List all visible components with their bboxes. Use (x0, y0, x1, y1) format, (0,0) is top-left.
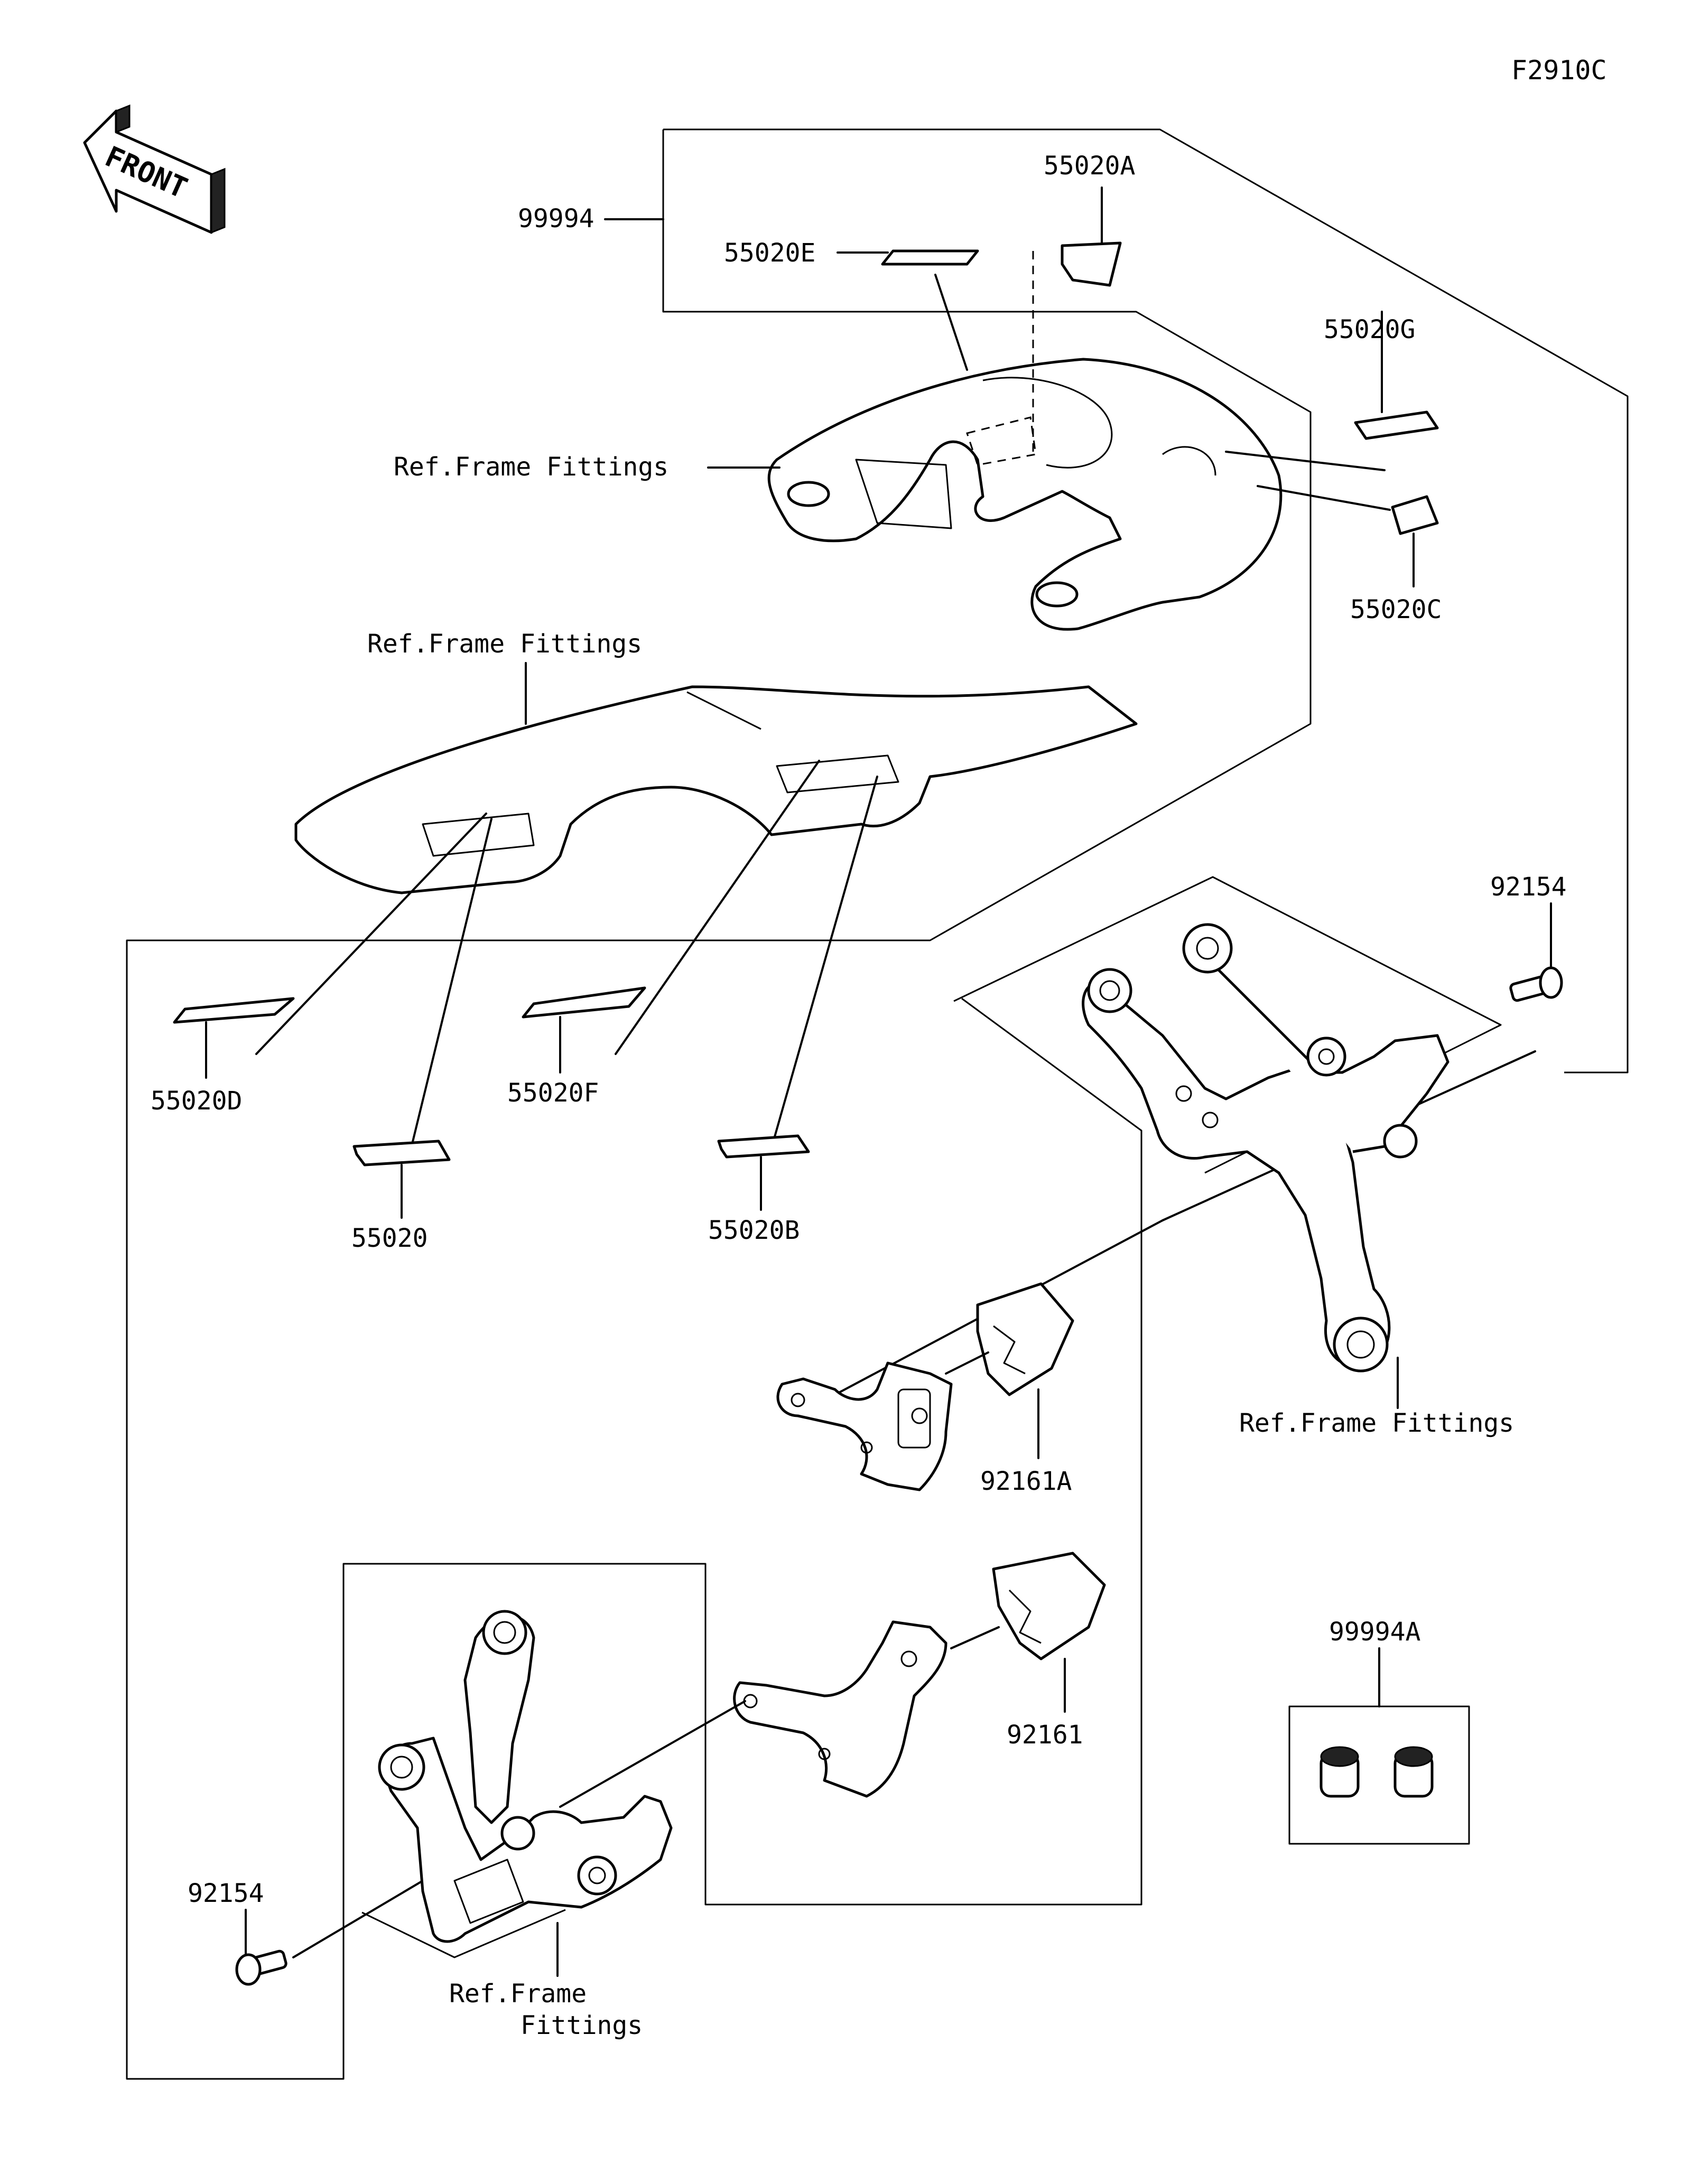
seat-cowl (294, 685, 1138, 894)
bolt-92154-right-icon (1509, 966, 1563, 1002)
callout-55020B: 55020B (708, 1216, 800, 1245)
left-footrest-bracket (378, 1610, 673, 1943)
callout-92154-right: 92154 (1490, 872, 1567, 902)
callout-ref-frame-2: Ref.Frame Fittings (367, 629, 642, 659)
box-99994A (1288, 1705, 1470, 1845)
bolt-92154-left-icon (235, 1949, 287, 1986)
front-arrow-icon: FRONT (83, 104, 226, 234)
sticker-55020B (717, 1134, 810, 1159)
sticker-55020 (352, 1140, 451, 1166)
rubber-cap-left-icon (1320, 1746, 1360, 1798)
sticker-55020A (1061, 241, 1122, 287)
callout-ref-frame-4-line2: Fittings (521, 2011, 643, 2040)
leader-55020E-cover (934, 274, 968, 371)
leader-pad-92161 (950, 1626, 1000, 1649)
callout-55020G: 55020G (1324, 315, 1415, 344)
leader-55020C-cover (1257, 485, 1391, 511)
callout-ref-frame-1: Ref.Frame Fittings (394, 452, 668, 482)
callout-55020F: 55020F (507, 1078, 599, 1108)
callout-ref-frame-4-line1: Ref.Frame (449, 1979, 587, 2009)
callout-92161A: 92161A (980, 1467, 1072, 1496)
right-footrest-bracket (1082, 923, 1450, 1373)
rubber-cap-right-icon (1393, 1746, 1434, 1798)
callout-55020E: 55020E (724, 238, 815, 268)
callout-99994: 99994 (518, 204, 594, 234)
heelguard-pad-92161A (976, 1282, 1074, 1396)
callout-ref-frame-3: Ref.Frame Fittings (1239, 1408, 1514, 1438)
callout-55020: 55020 (351, 1224, 428, 1253)
right-heelguard-bracket (776, 1361, 953, 1491)
callout-55020A: 55020A (1044, 151, 1135, 181)
callout-92161: 92161 (1007, 1720, 1083, 1750)
sticker-55020D (173, 997, 295, 1024)
callout-55020C: 55020C (1350, 595, 1442, 624)
leader-55020D-cowl (255, 813, 487, 1055)
figure-code: F2910C (1511, 55, 1607, 86)
callout-99994A: 99994A (1329, 1617, 1420, 1647)
leader-55020F-cowl (615, 760, 820, 1055)
heelguard-pad-92161 (992, 1552, 1106, 1660)
callout-55020D: 55020D (151, 1086, 242, 1116)
sticker-55020F (522, 986, 646, 1019)
group-outline-left-footrest (361, 1909, 566, 1958)
leader-55020-cowl (411, 818, 493, 1145)
callout-92154-left: 92154 (188, 1879, 264, 1908)
leader-pad-92161A (945, 1351, 989, 1375)
sticker-55020C (1391, 495, 1439, 535)
leader-heelguard-left (559, 1700, 746, 1808)
leader-55020G-cover (1225, 451, 1386, 471)
kit-outline-upper (126, 129, 1312, 2080)
leader-55020B-cowl (773, 776, 878, 1140)
left-heelguard-bracket (733, 1620, 947, 1798)
upper-tail-cover (767, 358, 1283, 631)
leader-92154-left (292, 1880, 424, 1958)
sticker-55020G (1354, 410, 1439, 440)
sticker-55020E (881, 249, 979, 266)
group-outline-99994 (663, 128, 1629, 1074)
